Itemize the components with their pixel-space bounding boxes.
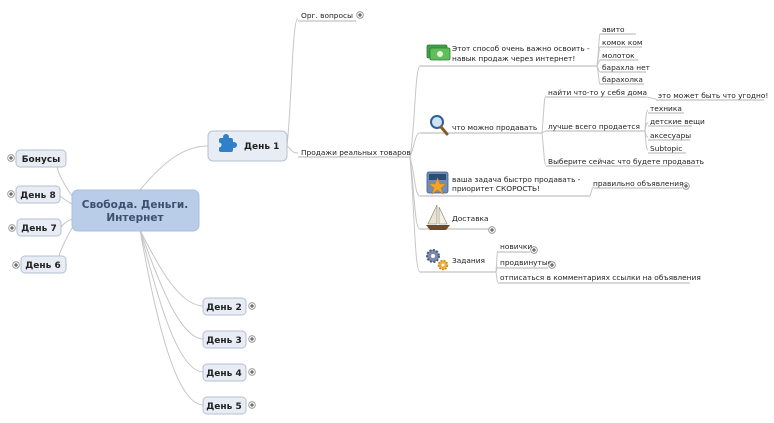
what-find[interactable]: найти что-то у себя дома [548,88,647,97]
expand-plus-icon[interactable] [356,11,364,19]
skill-item[interactable]: комок ком [602,38,642,47]
skill-lines [420,33,646,85]
delivery-label[interactable]: Доставка [452,214,489,223]
best-item[interactable]: Subtopic [650,144,682,153]
day1-branches [286,17,421,273]
what-label[interactable]: что можно продавать [452,123,537,132]
expand-plus-icon[interactable] [8,224,16,232]
topic-bonuses[interactable]: Бонусы [15,149,67,168]
topic-label: День 7 [21,224,56,234]
topic-day3[interactable]: День 3 [202,330,247,349]
what-choose[interactable]: Выберите сейчас что будете продавать [548,157,704,166]
root-node[interactable]: Свобода. Деньги. Интернет [71,189,200,232]
magnifier-icon [430,115,449,136]
expand-plus-icon[interactable] [682,182,690,190]
best-item[interactable]: техника [650,104,682,113]
skill-item[interactable]: барахла нет [602,63,651,72]
topic-label: День 6 [25,261,60,271]
task-item[interactable]: продвинутые [500,258,553,267]
expand-plus-icon[interactable] [530,246,538,254]
puzzle-icon [216,134,237,152]
expand-plus-icon[interactable] [248,401,256,409]
what-lines [420,95,764,167]
best-item[interactable]: аксесуары [650,131,691,140]
root-branches [56,145,209,406]
task-lines [420,186,690,284]
best-item[interactable]: детские вещи [650,117,705,126]
subtopic-org[interactable]: Орг. вопросы [301,11,353,20]
root-line2: Интернет [106,212,164,224]
skill-item[interactable]: молоток [602,51,635,60]
expand-plus-icon[interactable] [7,154,15,162]
what-anything[interactable]: это может быть что угодно! [658,91,768,100]
topic-day7[interactable]: День 7 [16,218,62,237]
root-line1: Свобода. Деньги. [82,199,189,211]
expand-plus-icon[interactable] [248,302,256,310]
topic-label: День 5 [206,402,241,412]
expand-plus-icon[interactable] [248,335,256,343]
star-icon [426,171,449,195]
topic-label: День 4 [206,369,241,379]
gears-icon [426,249,449,271]
task-item[interactable]: новички [500,242,532,251]
skill-item[interactable]: авито [602,25,625,34]
skill-line1[interactable]: Этот способ очень важно освоить - [452,44,590,53]
skill-line2[interactable]: навык продаж через интернет! [452,54,575,63]
task-item[interactable]: отписаться в комментариях ссылки на объя… [500,273,701,282]
topic-label: День 8 [20,191,55,201]
skill-item[interactable]: барахолка [602,75,643,84]
expand-plus-icon[interactable] [488,226,496,234]
task-line1[interactable]: ваша задача быстро продавать - [452,175,581,184]
money-icon [426,44,451,61]
topic-day4[interactable]: День 4 [202,363,247,382]
topic-label: День 1 [244,142,279,152]
tasks-label[interactable]: Задания [452,256,485,265]
topic-label: День 3 [206,336,241,346]
expand-plus-icon[interactable] [548,261,556,269]
ship-icon [426,204,450,230]
topic-day5[interactable]: День 5 [202,396,247,415]
topic-label: Бонусы [22,155,61,165]
topic-day8[interactable]: День 8 [15,185,61,204]
expand-plus-icon[interactable] [12,261,20,269]
expand-plus-icon[interactable] [7,190,15,198]
expand-plus-icon[interactable] [248,368,256,376]
topic-label: День 2 [206,303,241,313]
task-line2[interactable]: приоритет СКОРОСТЬ! [452,184,540,193]
task-ads[interactable]: правильно объявления [593,179,683,188]
subtopic-sales[interactable]: Продажи реальных товаров [301,148,411,157]
what-best[interactable]: лучше всего продается [548,122,640,131]
topic-day6[interactable]: День 6 [20,255,67,274]
topic-day1[interactable]: День 1 [207,130,288,162]
topic-day2[interactable]: День 2 [202,297,247,316]
